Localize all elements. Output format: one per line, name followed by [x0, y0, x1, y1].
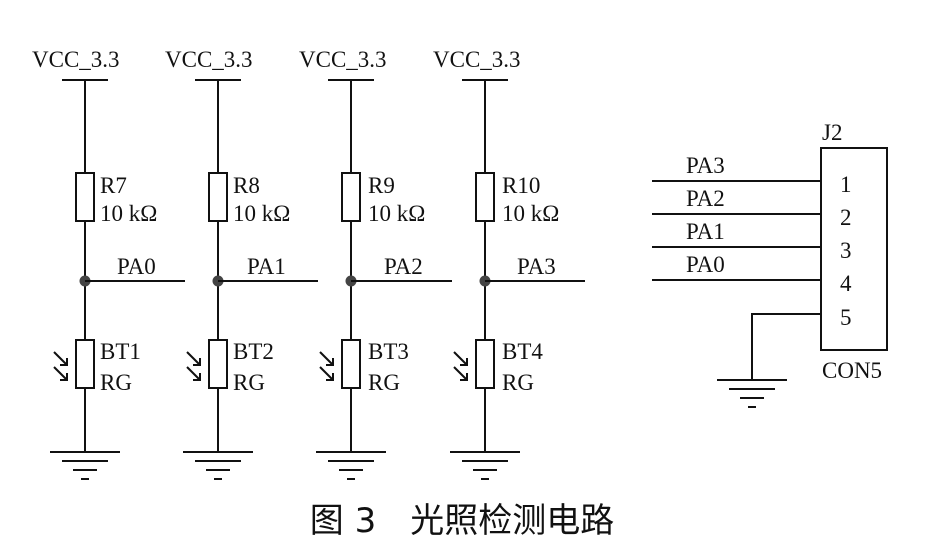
sensor-ref-1: BT1: [100, 339, 141, 364]
sensor-ref-3: BT3: [368, 339, 409, 364]
connector-j2: J2 CON5 PA3 1 PA2 2 PA1 3 PA0 4 5: [652, 120, 888, 408]
connector-ref: J2: [822, 120, 842, 145]
resistor-ref-1: R7: [100, 173, 127, 198]
pin-number-3: 3: [840, 238, 852, 263]
pin-wire-5: [751, 313, 821, 380]
connector-body: [820, 147, 888, 351]
figure-caption: 图 3 光照检测电路: [310, 501, 614, 541]
net-label-4: PA3: [517, 254, 556, 279]
ground-icon: [183, 451, 253, 480]
branch-2: VCC_3.3 R8 10 kΩ PA1 BT2 RG: [165, 47, 318, 480]
resistor-value-2: 10 kΩ: [233, 201, 290, 226]
sensor-type-4: RG: [502, 370, 534, 395]
vcc-label-3: VCC_3.3: [299, 47, 387, 72]
pin-net-2: PA2: [686, 186, 725, 211]
light-arrows-icon: [186, 351, 201, 381]
net-label-2: PA1: [247, 254, 286, 279]
resistor-r7: [75, 172, 95, 222]
vcc-label-2: VCC_3.3: [165, 47, 253, 72]
sensor-type-3: RG: [368, 370, 400, 395]
pin-net-3: PA1: [686, 219, 725, 244]
light-arrows-icon: [53, 351, 68, 381]
photoresistor-bt2: [208, 339, 228, 389]
resistor-ref-4: R10: [502, 173, 540, 198]
resistor-value-1: 10 kΩ: [100, 201, 157, 226]
net-label-1: PA0: [117, 254, 156, 279]
branch-4: VCC_3.3 R10 10 kΩ PA3 BT4 RG: [433, 47, 585, 480]
pin-number-1: 1: [840, 172, 852, 197]
resistor-r9: [341, 172, 361, 222]
resistor-ref-3: R9: [368, 173, 395, 198]
light-arrows-icon: [453, 351, 468, 381]
vcc-label-1: VCC_3.3: [32, 47, 120, 72]
pin-net-1: PA3: [686, 153, 725, 178]
ground-icon: [316, 451, 386, 480]
sensor-ref-2: BT2: [233, 339, 274, 364]
photoresistor-bt4: [475, 339, 495, 389]
resistor-r8: [208, 172, 228, 222]
branch-1: VCC_3.3 R7 10 kΩ PA0 BT1 RG: [32, 47, 185, 480]
connector-type: CON5: [822, 358, 882, 383]
resistor-r10: [475, 172, 495, 222]
light-arrows-icon: [319, 351, 334, 381]
pin-number-4: 4: [840, 271, 852, 296]
ground-icon: [717, 379, 787, 408]
net-label-3: PA2: [384, 254, 423, 279]
resistor-value-4: 10 kΩ: [502, 201, 559, 226]
photoresistor-bt3: [341, 339, 361, 389]
ground-icon: [450, 451, 520, 480]
sensor-type-2: RG: [233, 370, 265, 395]
pin-number-2: 2: [840, 205, 852, 230]
sensor-type-1: RG: [100, 370, 132, 395]
sensor-ref-4: BT4: [502, 339, 543, 364]
pin-net-4: PA0: [686, 252, 725, 277]
vcc-label-4: VCC_3.3: [433, 47, 521, 72]
resistor-ref-2: R8: [233, 173, 260, 198]
pin-number-5: 5: [840, 305, 852, 330]
photoresistor-bt1: [75, 339, 95, 389]
resistor-value-3: 10 kΩ: [368, 201, 425, 226]
branch-3: VCC_3.3 R9 10 kΩ PA2 BT3 RG: [299, 47, 452, 480]
ground-icon: [50, 451, 120, 480]
